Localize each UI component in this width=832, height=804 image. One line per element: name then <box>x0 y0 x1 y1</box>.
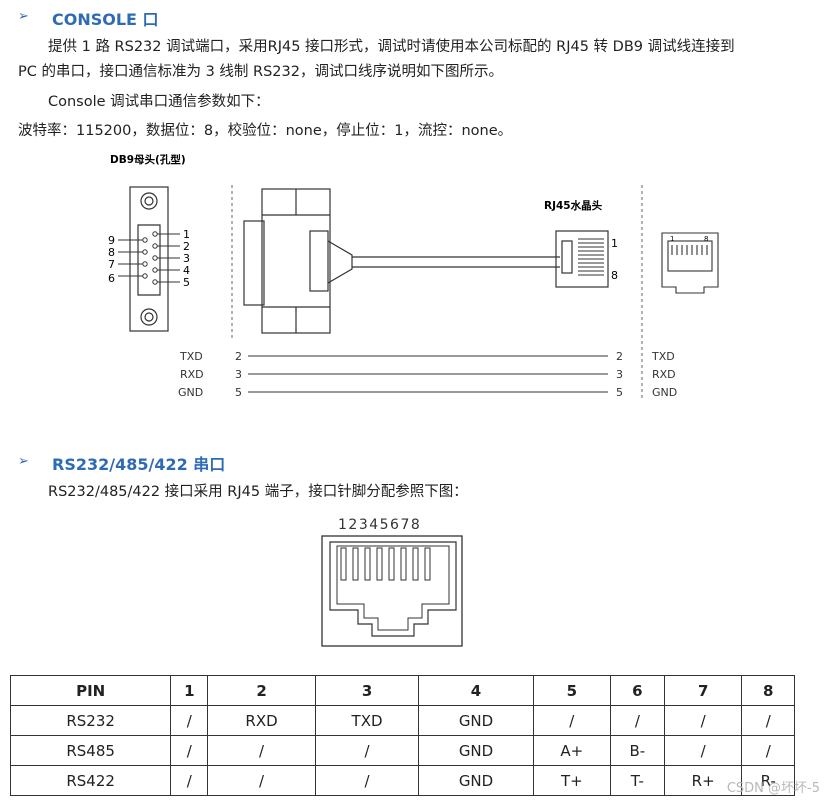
watermark: CSDN @坏坏-5 <box>726 781 820 796</box>
table-cell: RXD <box>207 705 316 736</box>
console-paragraph-line1: 提供 1 路 RS232 调试端口，采用RJ45 接口形式，调试时请使用本公司标… <box>48 39 735 55</box>
table-cell: R- <box>741 765 795 796</box>
db9-cable-side-view <box>243 188 609 334</box>
pin-assignment-table: PIN 1 2 3 4 5 6 7 8 RS232 / RXD TXD GND … <box>9 675 795 796</box>
serial-paragraph: RS232/485/422 接口采用 RJ45 端子，接口针脚分配参照下图： <box>48 484 468 500</box>
signal-wiring: TXD 2 2 TXD RXD 3 3 RXD GND 5 5 GND <box>178 350 677 399</box>
table-row: RS485 / / / GND A+ B- / / <box>9 735 795 766</box>
table-cell: TXD <box>314 705 420 736</box>
table-cell: RS422 <box>9 765 172 796</box>
table-cell: / <box>741 735 795 766</box>
table-row: RS232 / RXD TXD GND / / / / <box>9 705 795 736</box>
db9-pins <box>118 231 180 285</box>
table-cell: GND <box>418 735 534 766</box>
table-cell: B- <box>609 735 665 766</box>
rj45-pin-bottom: 8 <box>611 269 618 282</box>
signal-name: TXD <box>179 350 203 363</box>
rj45-port-diagram: 12345678 <box>321 517 463 647</box>
table-cell: T- <box>609 765 665 796</box>
table-cell: / <box>207 765 316 796</box>
table-header: 3 <box>314 675 420 706</box>
table-cell: GND <box>418 705 534 736</box>
signal-pin: 2 <box>235 350 242 363</box>
table-header: 1 <box>170 675 209 706</box>
signal-name: RXD <box>652 368 676 381</box>
db9-connector-front <box>129 186 169 332</box>
console-cable-diagram: DB9母头(孔型) RJ45水晶头 1 2 3 4 5 9 8 7 6 <box>108 153 719 400</box>
table-cell: / <box>170 735 209 766</box>
db9-pin-num: 3 <box>183 252 190 265</box>
bullet-icon: ➢ <box>18 454 29 469</box>
signal-name: TXD <box>651 350 675 363</box>
signal-name: GND <box>652 386 677 399</box>
jack-pin-left: 1 <box>670 235 674 243</box>
table-header-row: PIN 1 2 3 4 5 6 7 8 <box>9 675 795 706</box>
jack-pin-right: 8 <box>704 235 708 243</box>
table-cell: GND <box>418 765 534 796</box>
table-cell: / <box>170 705 209 736</box>
signal-pin: 3 <box>235 368 242 381</box>
table-cell: / <box>314 735 420 766</box>
section-heading-serial: RS232/485/422 串口 <box>52 455 226 474</box>
table-cell: / <box>741 705 795 736</box>
db9-pin-numbers: 1 2 3 4 5 9 8 7 6 <box>108 228 190 289</box>
bullet-icon: ➢ <box>18 9 29 24</box>
rj45-jack-icon <box>661 232 719 294</box>
table-header: 6 <box>609 675 665 706</box>
console-paragraph-line2: PC 的串口，接口通信标准为 3 线制 RS232，调试口线序说明如下图所示。 <box>18 64 503 80</box>
table-cell: / <box>207 735 316 766</box>
table-cell: R+ <box>663 765 743 796</box>
signal-pin: 2 <box>616 350 623 363</box>
db9-pin-num: 4 <box>183 264 190 277</box>
rj45-pin-numbers: 12345678 <box>338 517 421 533</box>
db9-pin-num: 5 <box>183 276 190 289</box>
db9-pin-num: 2 <box>183 240 190 253</box>
table-cell: / <box>170 765 209 796</box>
table-cell: T+ <box>532 765 611 796</box>
table-header: PIN <box>9 675 172 706</box>
signal-pin: 3 <box>616 368 623 381</box>
db9-label: DB9母头(孔型) <box>110 153 186 166</box>
section-heading-console: CONSOLE 口 <box>52 10 159 29</box>
db9-pin-num: 6 <box>108 272 115 285</box>
table-row: RS422 / / / GND T+ T- R+ R- <box>9 765 795 796</box>
table-cell: A+ <box>532 735 611 766</box>
table-cell: / <box>314 765 420 796</box>
table-cell: RS232 <box>9 705 172 736</box>
db9-pin-num: 7 <box>108 258 115 271</box>
signal-pin: 5 <box>616 386 623 399</box>
db9-pin-num: 1 <box>183 228 190 241</box>
table-header: 5 <box>532 675 611 706</box>
console-params: 波特率：115200，数据位：8，校验位：none，停止位：1，流控：none。 <box>18 123 513 139</box>
db9-pin-num: 9 <box>108 234 115 247</box>
rj45-label: RJ45水晶头 <box>544 199 603 212</box>
console-params-intro: Console 调试串口通信参数如下： <box>48 94 270 110</box>
db9-pin-num: 8 <box>108 246 115 259</box>
table-header: 8 <box>741 675 795 706</box>
table-cell: / <box>609 705 665 736</box>
signal-name: GND <box>178 386 203 399</box>
table-cell: RS485 <box>9 735 172 766</box>
table-header: 2 <box>207 675 316 706</box>
table-cell: / <box>663 705 743 736</box>
table-header: 4 <box>418 675 534 706</box>
rj45-pin-top: 1 <box>611 237 618 250</box>
table-header: 7 <box>663 675 743 706</box>
table-cell: / <box>532 705 611 736</box>
signal-pin: 5 <box>235 386 242 399</box>
table-cell: / <box>663 735 743 766</box>
signal-name: RXD <box>180 368 204 381</box>
